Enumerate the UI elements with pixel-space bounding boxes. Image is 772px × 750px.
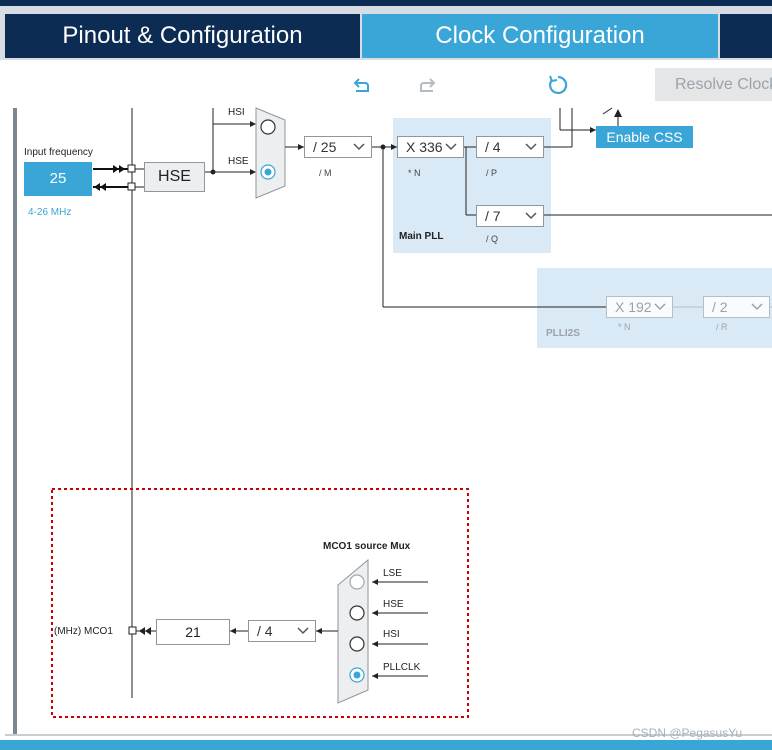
plln-multiplier-select[interactable]: X 336 <box>397 136 464 158</box>
hse-block[interactable]: HSE <box>144 162 205 192</box>
pllm-label: / M <box>319 168 332 178</box>
mco1-mux-title: MCO1 source Mux <box>323 541 411 552</box>
mco1-source-pllclk-label: PLLCLK <box>383 662 421 673</box>
pllp-divider-value: / 4 <box>485 139 501 155</box>
sysclk-mux-hsi-label: HSI <box>228 107 245 118</box>
sysclk-mux-hse-label: HSE <box>228 156 249 167</box>
mco1-output-frequency: 21 <box>156 619 230 645</box>
mco1-prescaler-value: / 4 <box>257 623 273 639</box>
pllp-divider-select[interactable]: / 4 <box>476 136 544 158</box>
plli2s-r-value: / 2 <box>712 299 728 315</box>
pllq-divider-select[interactable]: / 7 <box>476 205 544 227</box>
plli2s-n-label: * N <box>618 322 631 332</box>
pllm-divider-select[interactable]: / 25 <box>304 136 372 158</box>
plli2s-r-divider-select[interactable]: / 2 <box>703 296 770 318</box>
toolbar <box>0 60 772 108</box>
chevron-down-icon <box>445 143 457 151</box>
plln-multiplier-value: X 336 <box>406 139 443 155</box>
chevron-down-icon <box>525 212 537 220</box>
chevron-down-icon <box>353 143 365 151</box>
tab-pinout-configuration[interactable]: Pinout & Configuration <box>5 14 360 58</box>
plli2s-n-value: X 192 <box>615 299 652 315</box>
redo-icon[interactable] <box>417 74 439 96</box>
plln-label: * N <box>408 168 421 178</box>
tab-bar: Pinout & Configuration Clock Configurati… <box>0 6 772 60</box>
tab-overflow[interactable] <box>720 14 772 58</box>
pllm-divider-value: / 25 <box>313 139 337 155</box>
input-frequency-label: Input frequency <box>24 147 93 158</box>
mco1-source-hsi-label: HSI <box>383 629 400 640</box>
mco1-prescaler-select[interactable]: / 4 <box>248 620 316 642</box>
plli2s-n-multiplier-select[interactable]: X 192 <box>606 296 673 318</box>
footer-divider <box>5 734 772 736</box>
chevron-down-icon <box>525 143 537 151</box>
mco1-output-label: (MHz) MCO1 <box>54 626 113 637</box>
resolve-clock-issues-button[interactable]: Resolve Clock Issues <box>655 68 772 101</box>
chevron-down-icon <box>751 303 763 311</box>
window-top-strip <box>0 0 772 6</box>
input-frequency-field[interactable] <box>24 162 92 196</box>
refresh-icon[interactable] <box>547 74 569 96</box>
undo-icon[interactable] <box>350 74 372 96</box>
pllq-divider-value: / 7 <box>485 208 501 224</box>
chevron-down-icon <box>654 303 666 311</box>
enable-css-button[interactable]: Enable CSS <box>596 126 693 148</box>
diagram-left-border <box>13 108 17 736</box>
pllq-label: / Q <box>486 234 499 244</box>
main-pll-title: Main PLL <box>399 231 444 242</box>
chevron-down-icon <box>297 627 309 635</box>
mco1-source-lse-label: LSE <box>383 568 402 579</box>
plli2s-r-label: / R <box>716 322 728 332</box>
pllp-label: / P <box>486 168 498 178</box>
mco1-source-hse-label: HSE <box>383 599 404 610</box>
watermark-text: CSDN @PegasusYu <box>632 726 743 740</box>
footer-bar <box>0 740 772 750</box>
plli2s-title: PLLI2S <box>546 328 580 339</box>
tab-clock-configuration[interactable]: Clock Configuration <box>362 14 718 58</box>
input-frequency-range: 4-26 MHz <box>28 207 72 218</box>
